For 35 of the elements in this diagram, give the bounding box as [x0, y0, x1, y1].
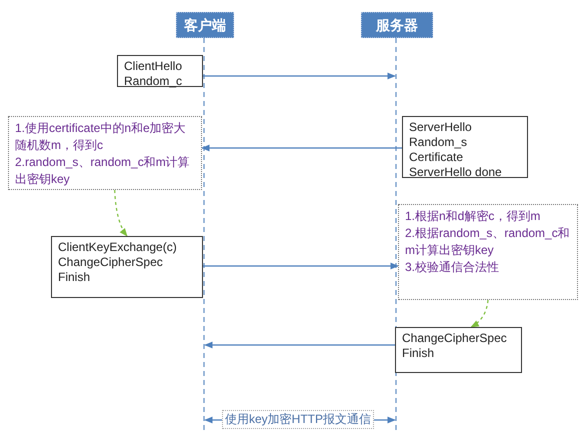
message-arrow: [201, 144, 402, 152]
message-arrow: [204, 416, 222, 424]
message-arrow: [374, 416, 396, 424]
participant-label: 服务器: [376, 17, 418, 33]
message-box: [402, 116, 528, 178]
message-label: ClientHello: [124, 59, 184, 74]
message-label: ChangeCipherSpec: [402, 331, 508, 346]
message-label: ClientKeyExchange(c): [58, 240, 178, 255]
message-label: Finish: [58, 270, 92, 285]
message-box: [51, 236, 203, 298]
message-label: Random_s: [409, 135, 468, 150]
message-label: ServerHello done: [409, 165, 503, 180]
participant-label: 客户端: [184, 17, 226, 33]
label-text: 使用key加密HTTP报文通信: [224, 411, 372, 428]
note-text: 1.使用certificate中的n和e加密大随机数m，得到c: [15, 120, 187, 154]
note-text: 2.根据random_s、random_c和m计算出密钥key: [405, 225, 571, 259]
note-box: [398, 204, 578, 300]
dashed-arrow: [114, 190, 128, 237]
note-box: [8, 116, 202, 190]
participant-box: [361, 12, 433, 38]
message-box: [395, 327, 522, 373]
note-text: 3.校验通信合法性: [405, 259, 500, 276]
participant-box: [176, 12, 234, 38]
message-label: ChangeCipherSpec: [58, 255, 164, 270]
message-label: ServerHello: [409, 120, 473, 135]
message-label: Certificate: [409, 150, 464, 165]
dashed-arrow: [470, 300, 489, 328]
message-arrow: [204, 342, 395, 348]
note-text: 2.random_s、random_c和m计算出密钥key: [15, 154, 191, 188]
note-text: 1.根据n和d解密c，得到m: [405, 208, 542, 225]
message-arrow: [203, 72, 396, 80]
message-box: [117, 55, 203, 87]
message-arrow: [203, 262, 399, 270]
message-label: Finish: [402, 346, 436, 361]
message-label: Random_c: [124, 74, 184, 89]
